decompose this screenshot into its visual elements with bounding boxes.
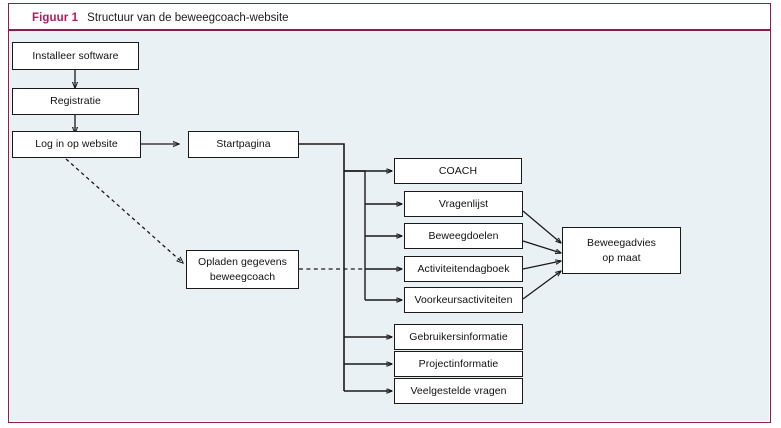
node-label: Beweegdoelen — [428, 229, 499, 242]
connector-activiteitendagboek-to-beweegadvies — [522, 261, 561, 270]
node-label: Startpagina — [216, 138, 271, 151]
node-opladen-gegevens-beweegcoach[interactable]: Opladen gegevens beweegcoach — [186, 250, 299, 289]
node-coach[interactable]: COACH — [394, 158, 522, 184]
connector-login-to-opladen-dashed — [65, 158, 183, 263]
node-registratie[interactable]: Registratie — [12, 88, 139, 115]
node-label: Activiteitendagboek — [417, 262, 510, 275]
node-label: Voorkeursactiviteiten — [414, 293, 513, 306]
caption-divider — [9, 29, 770, 31]
node-label-line-1: Beweegadvies — [587, 237, 656, 250]
figure-number-label: Figuur 1 — [32, 11, 79, 24]
node-label: COACH — [438, 164, 478, 177]
node-gebruikersinformatie[interactable]: Gebruikersinformatie — [394, 324, 523, 350]
connector-startpagina-trunk — [299, 143, 345, 391]
node-label: Vragenlijst — [438, 197, 489, 210]
diagram-canvas: Installeer software Registratie Log in o… — [10, 31, 769, 421]
node-vragenlijst[interactable]: Vragenlijst — [404, 191, 523, 217]
node-label: Veelgestelde vragen — [410, 384, 507, 397]
node-log-in-op-website[interactable]: Log in op website — [12, 131, 141, 158]
node-label-line-2: op maat — [602, 251, 641, 264]
node-label-line-1: Opladen gegevens — [198, 256, 287, 269]
node-label: Log in op website — [35, 138, 118, 151]
node-installeer-software[interactable]: Installeer software — [12, 42, 139, 70]
connector-vragenlijst-to-beweegadvies — [522, 210, 561, 243]
node-startpagina[interactable]: Startpagina — [188, 131, 299, 158]
node-label: Projectinformatie — [418, 357, 499, 370]
figure-caption: Figuur 1 Structuur van de beweegcoach-we… — [10, 5, 769, 30]
connector-secondary-trunk — [344, 170, 366, 300]
node-veelgestelde-vragen[interactable]: Veelgestelde vragen — [394, 378, 523, 404]
node-voorkeursactiviteiten[interactable]: Voorkeursactiviteiten — [404, 287, 523, 313]
connector-beweegdoelen-to-beweegadvies — [522, 240, 561, 253]
node-activiteitendagboek[interactable]: Activiteitendagboek — [404, 256, 523, 282]
node-projectinformatie[interactable]: Projectinformatie — [394, 351, 523, 377]
figure-title: Structuur van de beweegcoach-website — [87, 11, 289, 24]
node-label-line-2: beweegcoach — [209, 270, 276, 283]
node-label: Registratie — [50, 95, 101, 108]
node-label: Installeer software — [32, 49, 119, 62]
node-label: Gebruikersinformatie — [409, 330, 508, 343]
connector-voorkeursactiviteiten-to-beweegadvies — [522, 271, 561, 300]
node-beweegdoelen[interactable]: Beweegdoelen — [404, 223, 523, 249]
node-beweegadvies-op-maat[interactable]: Beweegadvies op maat — [562, 227, 681, 274]
